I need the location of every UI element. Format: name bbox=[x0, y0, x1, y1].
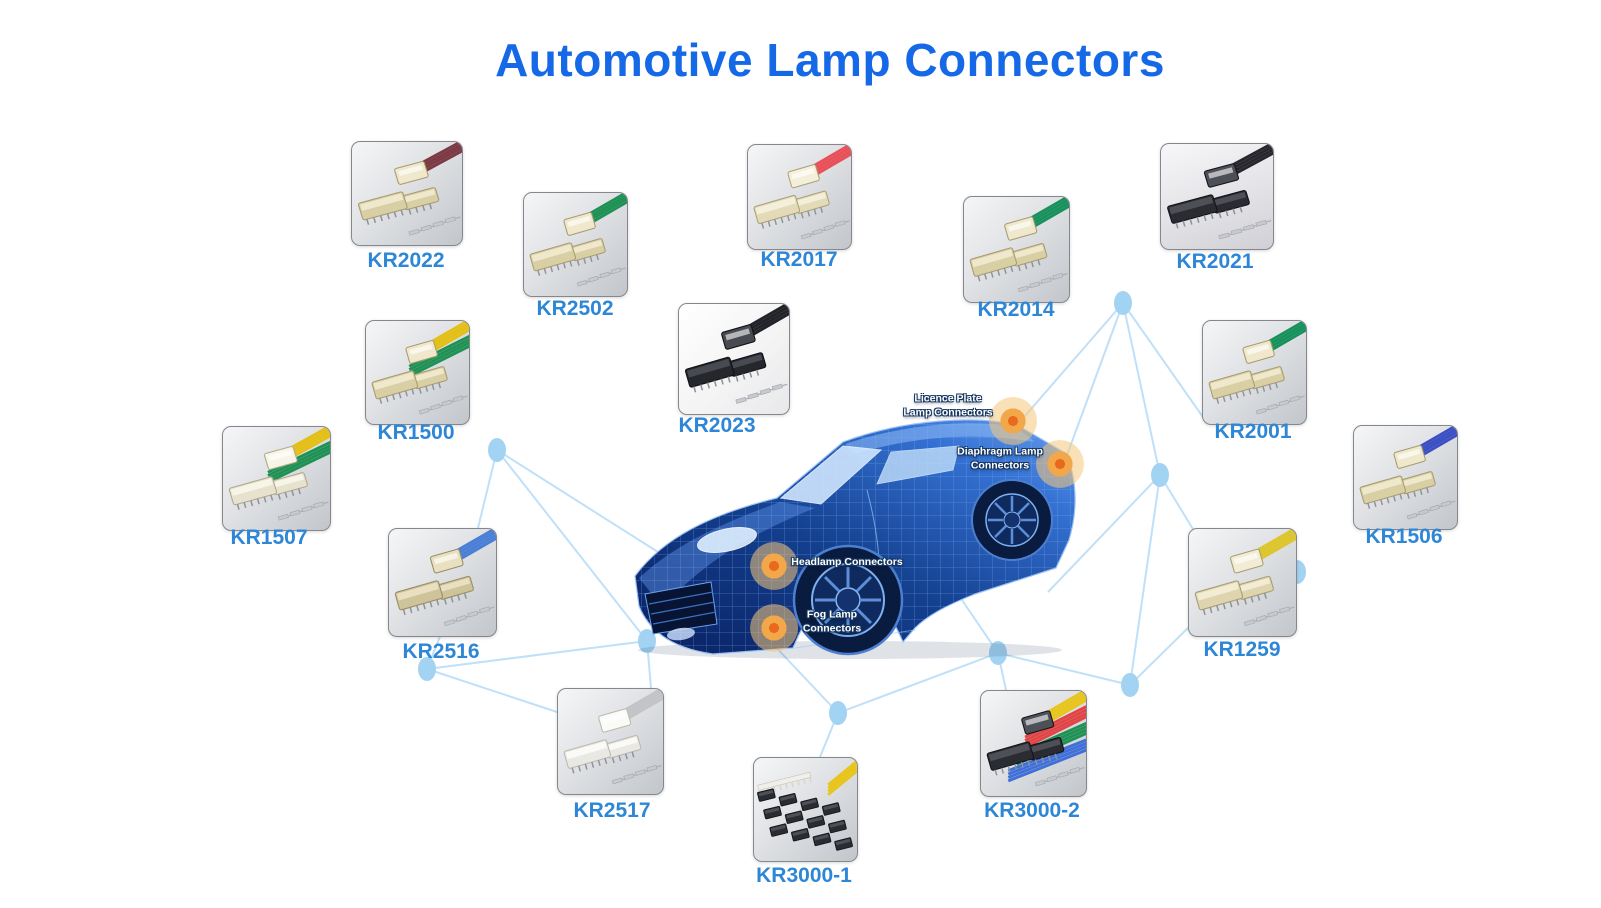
network-line bbox=[837, 652, 999, 714]
product-card-KR3000-2[interactable] bbox=[980, 690, 1087, 797]
network-node bbox=[638, 629, 656, 653]
network-line bbox=[496, 449, 648, 642]
car-svg bbox=[634, 419, 1076, 659]
product-label-KR1259[interactable]: KR1259 bbox=[1203, 638, 1281, 661]
product-card-KR1500[interactable] bbox=[365, 320, 470, 425]
product-label-KR1506[interactable]: KR1506 bbox=[1365, 525, 1443, 548]
product-label-KR1500[interactable]: KR1500 bbox=[377, 421, 455, 444]
product-label-KR2014[interactable]: KR2014 bbox=[977, 298, 1055, 321]
lamp-hotspot-headlamp bbox=[747, 539, 801, 593]
product-image[interactable] bbox=[964, 197, 1069, 302]
product-card-KR2516[interactable] bbox=[388, 528, 497, 637]
product-card-KR1506[interactable] bbox=[1353, 425, 1458, 530]
network-line bbox=[1129, 623, 1193, 686]
network-line bbox=[997, 652, 1131, 686]
product-image[interactable] bbox=[352, 142, 462, 245]
network-line bbox=[1062, 302, 1124, 467]
product-label-KR2502[interactable]: KR2502 bbox=[536, 297, 614, 320]
product-label-KR2001[interactable]: KR2001 bbox=[1214, 420, 1292, 443]
product-image[interactable] bbox=[389, 529, 496, 636]
lamp-hotspot-diaphragm-lamp bbox=[1033, 437, 1087, 491]
product-image[interactable] bbox=[754, 758, 857, 861]
car-illustration bbox=[615, 398, 1085, 660]
product-card-KR2517[interactable] bbox=[557, 688, 664, 795]
network-line bbox=[426, 640, 648, 670]
product-card-KR2502[interactable] bbox=[523, 192, 628, 297]
lamp-hotspot-fog-lamp bbox=[747, 601, 801, 655]
network-line bbox=[1122, 302, 1161, 476]
product-image[interactable] bbox=[1203, 321, 1306, 424]
product-image[interactable] bbox=[366, 321, 469, 424]
network-line bbox=[1122, 302, 1206, 421]
network-node bbox=[1114, 291, 1132, 315]
network-line bbox=[426, 668, 561, 714]
product-card-KR2001[interactable] bbox=[1202, 320, 1307, 425]
product-image[interactable] bbox=[558, 689, 663, 794]
network-line bbox=[477, 449, 498, 529]
product-image[interactable] bbox=[1354, 426, 1457, 529]
product-card-KR2017[interactable] bbox=[747, 144, 852, 250]
network-node bbox=[829, 701, 847, 725]
product-label-KR3000-2[interactable]: KR3000-2 bbox=[984, 799, 1080, 822]
product-card-KR1259[interactable] bbox=[1188, 528, 1297, 637]
product-label-KR2517[interactable]: KR2517 bbox=[573, 799, 651, 822]
network-node bbox=[488, 438, 506, 462]
network-line bbox=[1017, 302, 1124, 425]
product-image[interactable] bbox=[679, 304, 789, 414]
network-line bbox=[1047, 474, 1161, 593]
network-node bbox=[989, 641, 1007, 665]
product-label-KR2022[interactable]: KR2022 bbox=[367, 249, 445, 272]
product-card-KR1507[interactable] bbox=[222, 426, 331, 531]
product-image[interactable] bbox=[524, 193, 627, 296]
network-node bbox=[1151, 463, 1169, 487]
product-image[interactable] bbox=[981, 691, 1086, 796]
network-node bbox=[418, 657, 436, 681]
product-image[interactable] bbox=[748, 145, 851, 249]
product-label-KR2516[interactable]: KR2516 bbox=[402, 640, 480, 663]
network-node bbox=[1121, 673, 1139, 697]
product-label-KR2021[interactable]: KR2021 bbox=[1176, 250, 1254, 273]
product-label-KR2017[interactable]: KR2017 bbox=[760, 248, 838, 271]
product-card-KR3000-1[interactable] bbox=[753, 757, 858, 862]
product-card-KR2014[interactable] bbox=[963, 196, 1070, 303]
product-card-KR2023[interactable] bbox=[678, 303, 790, 415]
lamp-callout-headlamp: Headlamp Connectors bbox=[791, 556, 903, 569]
product-label-KR1507[interactable]: KR1507 bbox=[230, 526, 308, 549]
product-image[interactable] bbox=[223, 427, 330, 530]
network-line bbox=[1129, 474, 1161, 686]
product-label-KR2023[interactable]: KR2023 bbox=[678, 414, 756, 437]
product-label-KR3000-1[interactable]: KR3000-1 bbox=[756, 864, 852, 887]
product-image[interactable] bbox=[1189, 529, 1296, 636]
product-card-KR2021[interactable] bbox=[1160, 143, 1274, 250]
product-card-KR2022[interactable] bbox=[351, 141, 463, 246]
page-title: Automotive Lamp Connectors bbox=[495, 34, 1165, 86]
lamp-hotspot-licence-plate bbox=[986, 394, 1040, 448]
product-image[interactable] bbox=[1161, 144, 1273, 249]
